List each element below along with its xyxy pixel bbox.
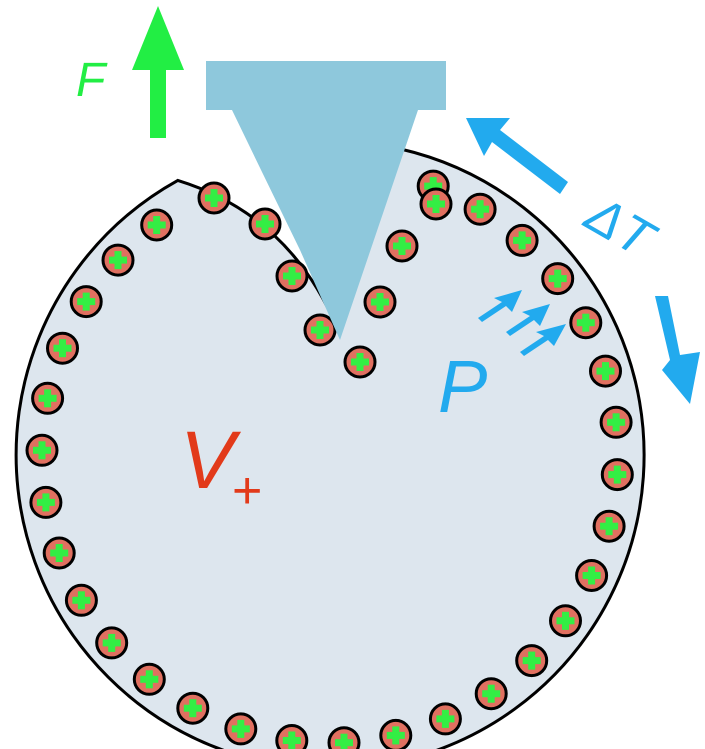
small-arrows-icon: [478, 290, 566, 356]
ion-icon: [275, 724, 309, 749]
ion-icon: [46, 331, 79, 365]
ion-icon: [505, 223, 539, 257]
ion-icon: [379, 718, 413, 749]
ion-icon: [197, 181, 231, 215]
ion-icon: [385, 229, 419, 263]
temperature-label: ΔT: [574, 184, 665, 270]
up-arrow-icon: [132, 6, 184, 138]
ion-icon: [474, 677, 508, 711]
ion-icon: [31, 381, 65, 415]
ion-icon: [248, 207, 282, 241]
membrane-ions: [25, 169, 634, 749]
ion-icon: [327, 726, 361, 749]
ion-icon: [95, 626, 129, 660]
ion-icon: [363, 285, 397, 319]
pressure-label: P: [438, 345, 487, 428]
ion-icon: [69, 285, 103, 319]
ion-icon: [569, 306, 603, 340]
ion-icon: [42, 536, 76, 570]
potential-label: V: [180, 415, 242, 506]
force-label: F: [76, 54, 108, 107]
ion-icon: [515, 644, 549, 678]
double-arrow-icon: [466, 118, 700, 404]
ion-icon: [600, 458, 634, 492]
ion-icon: [64, 583, 98, 617]
ion-icon: [140, 208, 174, 242]
ion-icon: [599, 405, 633, 439]
ion-icon: [343, 345, 377, 379]
ion-icon: [303, 313, 337, 347]
ion-icon: [132, 662, 166, 696]
ion-icon: [224, 712, 258, 746]
ion-icon: [101, 243, 135, 277]
ion-icon: [29, 485, 63, 519]
ion-icon: [463, 192, 497, 226]
ion-icon: [541, 262, 575, 296]
ion-icon: [176, 691, 210, 725]
ion-icon: [549, 604, 582, 638]
ion-icon: [589, 354, 622, 388]
ion-icon: [25, 433, 59, 467]
ion-icon: [592, 509, 626, 543]
ion-icon: [419, 187, 453, 221]
charge-sign: +: [232, 462, 262, 520]
ion-icon: [275, 259, 309, 293]
ion-icon: [428, 702, 462, 736]
ion-icon: [575, 559, 609, 592]
probe-tip: [206, 61, 446, 340]
